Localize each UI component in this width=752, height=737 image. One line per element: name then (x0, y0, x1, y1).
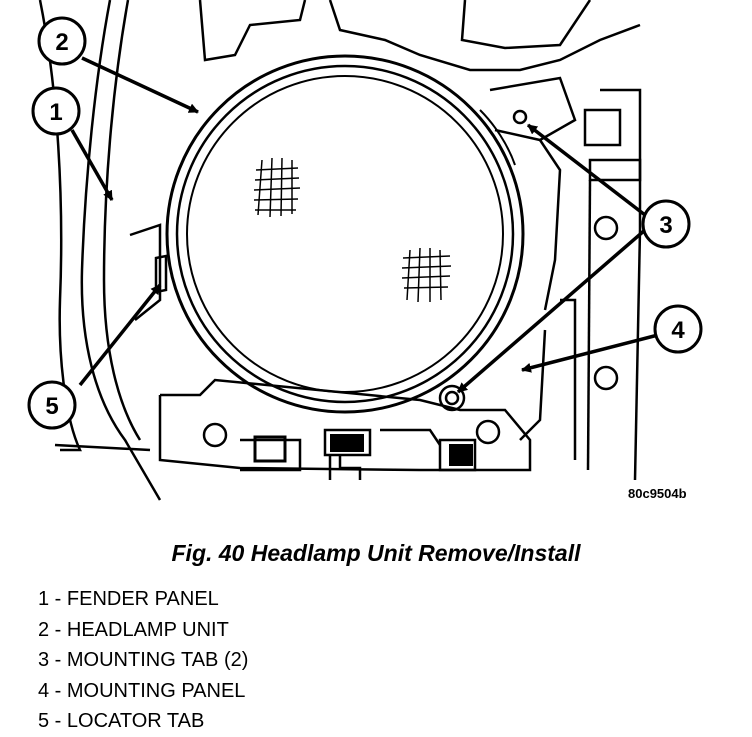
shading-blocks (253, 434, 473, 466)
headlamp-diagram: 1 2 3 4 5 (27, 0, 703, 501)
legend-item: 4 - MOUNTING PANEL (38, 679, 246, 702)
svg-text:1: 1 (49, 99, 62, 126)
headlamp-unit-drawing (165, 54, 525, 414)
callout-5: 5 (27, 380, 77, 430)
figure-code: 80c9504b (628, 486, 687, 501)
svg-text:3: 3 (659, 212, 672, 239)
svg-text:2: 2 (55, 29, 68, 56)
lens-texture (253, 157, 452, 303)
callout-1: 1 (31, 86, 81, 136)
lower-panel-drawing (158, 179, 642, 481)
callout-3: 3 (641, 199, 691, 249)
leader-arrows (70, 56, 659, 394)
callout-4: 4 (653, 304, 703, 354)
legend-item: 1 - FENDER PANEL (38, 588, 219, 610)
legend-list: 1 - FENDER PANEL 2 - HEADLAMP UNIT 3 - M… (38, 584, 248, 737)
mounting-holes (202, 109, 619, 448)
legend-item: 2 - HEADLAMP UNIT (38, 618, 229, 641)
legend-item: 3 - MOUNTING TAB (2) (38, 649, 249, 671)
svg-text:4: 4 (671, 317, 685, 344)
callout-2: 2 (37, 16, 87, 66)
figure-caption: Fig. 40 Headlamp Unit Remove/Install (171, 540, 581, 566)
legend-item: 5 - LOCATOR TAB (38, 710, 205, 732)
svg-text:5: 5 (45, 393, 58, 420)
